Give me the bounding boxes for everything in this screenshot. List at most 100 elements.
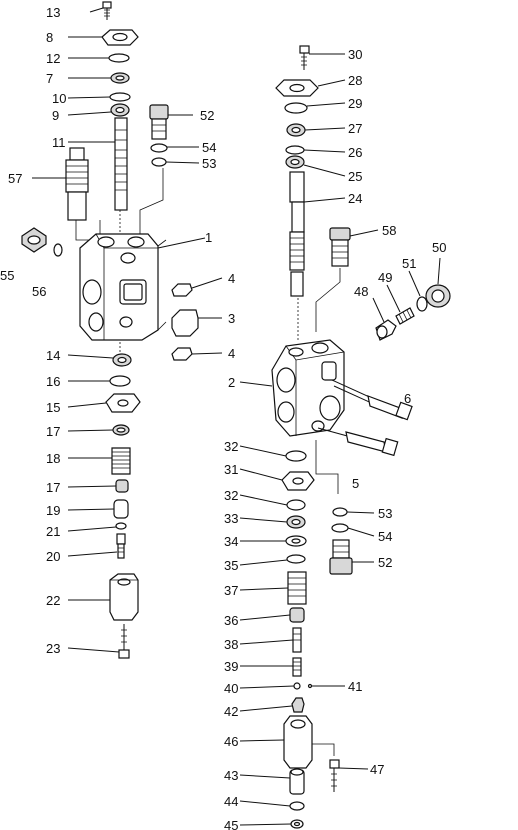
part-retainer-25 — [285, 155, 305, 169]
label-28: 28 — [348, 73, 362, 88]
label-39: 39 — [224, 659, 238, 674]
part-ring-35 — [286, 554, 306, 564]
label-17-lower: 17 — [46, 480, 60, 495]
label-8: 9 — [52, 108, 59, 123]
part-plug-50 — [425, 284, 451, 308]
part-spring-39 — [292, 657, 302, 677]
part-spool-7 — [114, 117, 128, 211]
part-ring-9 — [109, 92, 131, 102]
part-plug-52-lower — [329, 539, 353, 575]
part-washer-10 — [110, 72, 130, 84]
part-spool-24 — [289, 171, 305, 297]
part-oring-32-lower — [286, 499, 306, 511]
label-13: 13 — [46, 5, 60, 20]
label-33: 33 — [224, 511, 238, 526]
part-oring-29 — [284, 102, 308, 114]
label-19: 19 — [46, 503, 60, 518]
part-ring-26 — [285, 145, 305, 155]
part-oring-32-upper — [285, 450, 307, 462]
label-2: 2 — [228, 375, 235, 390]
label-27: 27 — [348, 121, 362, 136]
label-41: 41 — [348, 679, 362, 694]
part-oring-12 — [108, 53, 130, 63]
label-35: 35 — [224, 558, 238, 573]
label-30: 30 — [348, 47, 362, 62]
label-20: 20 — [46, 549, 60, 564]
part-oring-21 — [115, 522, 127, 530]
part-spring-37 — [287, 571, 307, 605]
part-plug-52-upper — [149, 104, 169, 140]
part-pin-38 — [292, 627, 302, 653]
label-18: 18 — [46, 451, 60, 466]
part-oring-16 — [109, 375, 131, 387]
part-seat-17-lower — [115, 479, 129, 493]
part-bolt-13 — [102, 1, 112, 20]
label-4-upper: 4 — [228, 271, 235, 286]
part-plug-48 — [375, 319, 397, 341]
part-flange-11 — [101, 29, 139, 46]
label-36: 36 — [224, 613, 238, 628]
part-oring-51 — [416, 296, 428, 312]
label-21: 21 — [46, 524, 60, 539]
part-washer-45 — [290, 819, 304, 829]
label-9: 10 — [52, 91, 66, 106]
label-49: 49 — [378, 270, 392, 285]
part-bolt-5 — [317, 427, 399, 457]
part-spring-49 — [395, 307, 415, 325]
label-47: 47 — [370, 762, 384, 777]
part-spring-18 — [111, 447, 131, 475]
part-oring-54-upper — [150, 143, 168, 153]
label-10: 7 — [46, 71, 53, 86]
part-plug-58 — [329, 227, 351, 267]
part-screw-20 — [116, 533, 126, 559]
part-valve-body-1 — [79, 233, 167, 341]
part-oring-44 — [289, 801, 305, 811]
part-oring-56 — [53, 243, 63, 257]
label-51: 51 — [402, 256, 416, 271]
label-58: 58 — [382, 223, 396, 238]
label-55: 55 — [0, 268, 14, 283]
part-seal-4-lower — [171, 347, 193, 361]
label-54-upper: 54 — [202, 140, 216, 155]
part-seat-36 — [289, 607, 305, 623]
label-44: 44 — [224, 794, 238, 809]
part-washer-27 — [286, 123, 306, 137]
label-40: 40 — [224, 681, 238, 696]
label-52-upper: 52 — [200, 108, 214, 123]
label-1: 1 — [205, 230, 212, 245]
part-ball-40 — [293, 682, 301, 690]
part-retainer-8 — [110, 103, 130, 117]
label-56: 56 — [32, 284, 46, 299]
part-washer-34 — [285, 535, 307, 547]
label-53-upper: 53 — [202, 156, 216, 171]
part-oring-53-lower — [332, 507, 348, 517]
label-25: 25 — [348, 169, 362, 184]
part-flange-31 — [281, 471, 315, 491]
label-32-upper: 32 — [224, 439, 238, 454]
label-29: 29 — [348, 96, 362, 111]
label-17-upper: 17 — [46, 424, 60, 439]
label-43: 43 — [224, 768, 238, 783]
part-flange-15 — [105, 393, 141, 413]
label-42: 42 — [224, 704, 238, 719]
label-5: 5 — [352, 476, 359, 491]
label-15: 15 — [46, 400, 60, 415]
left-valve-assembly — [21, 1, 199, 659]
part-retainer-33 — [286, 515, 306, 529]
part-labels: 13 8 12 7 10 9 11 57 52 54 53 1 55 56 4 … — [0, 5, 446, 830]
label-34: 34 — [224, 534, 238, 549]
part-plug-42 — [291, 697, 305, 713]
right-valve-assembly — [271, 45, 451, 829]
label-38: 38 — [224, 637, 238, 652]
label-48: 48 — [354, 284, 368, 299]
part-piston-43 — [289, 768, 305, 795]
part-plug-55 — [21, 227, 47, 253]
label-11: 8 — [46, 30, 53, 45]
part-ball-41 — [307, 683, 313, 689]
part-flange-28 — [275, 79, 319, 97]
label-32-lower: 32 — [224, 488, 238, 503]
part-retainer-14 — [112, 353, 132, 367]
part-cap-22 — [109, 573, 139, 621]
label-54-lower: 54 — [378, 529, 392, 544]
part-gasket-3 — [171, 309, 199, 337]
